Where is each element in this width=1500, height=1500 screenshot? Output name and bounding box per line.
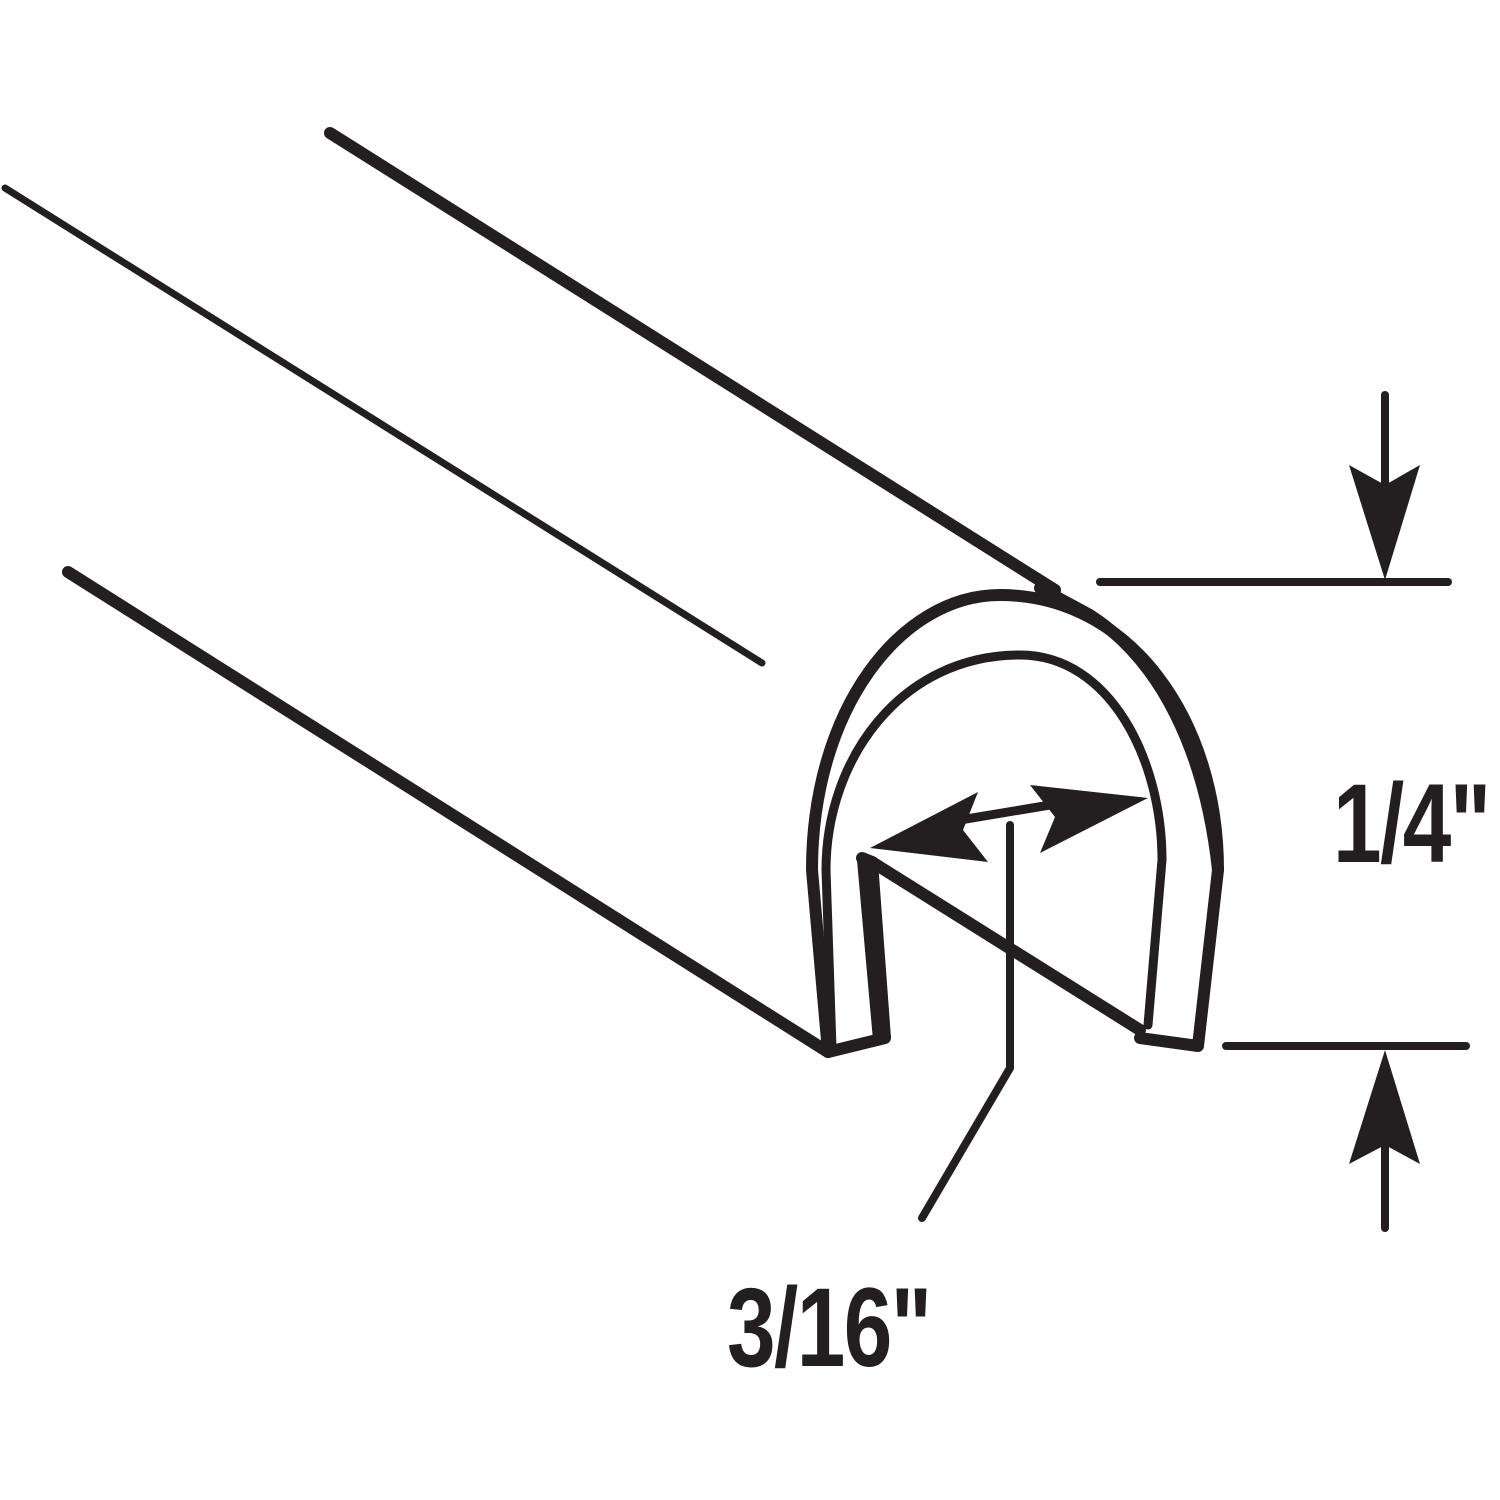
height-dimension (1096, 391, 1470, 1232)
left-inner-leg (857, 855, 883, 1045)
arrow-up-icon (1349, 1050, 1420, 1164)
height-dimension-label: 1/4" (1333, 761, 1491, 886)
width-dimension-label: 3/16" (727, 1265, 932, 1390)
top-edge-line (324, 127, 1061, 596)
width-dimension-arrow (870, 785, 1148, 1222)
bottom-left-edge-line (62, 566, 834, 1058)
arrow-down-icon (1349, 465, 1420, 580)
arrowhead-right-icon (1030, 785, 1148, 853)
outer-top-corner (1034, 582, 1224, 876)
width-leader-line (918, 821, 1014, 1222)
arrowhead-left-icon (870, 792, 988, 862)
outer-u-profile (806, 589, 1224, 1058)
highlight-line (1, 184, 766, 667)
inner-u-profile (821, 650, 1167, 1053)
